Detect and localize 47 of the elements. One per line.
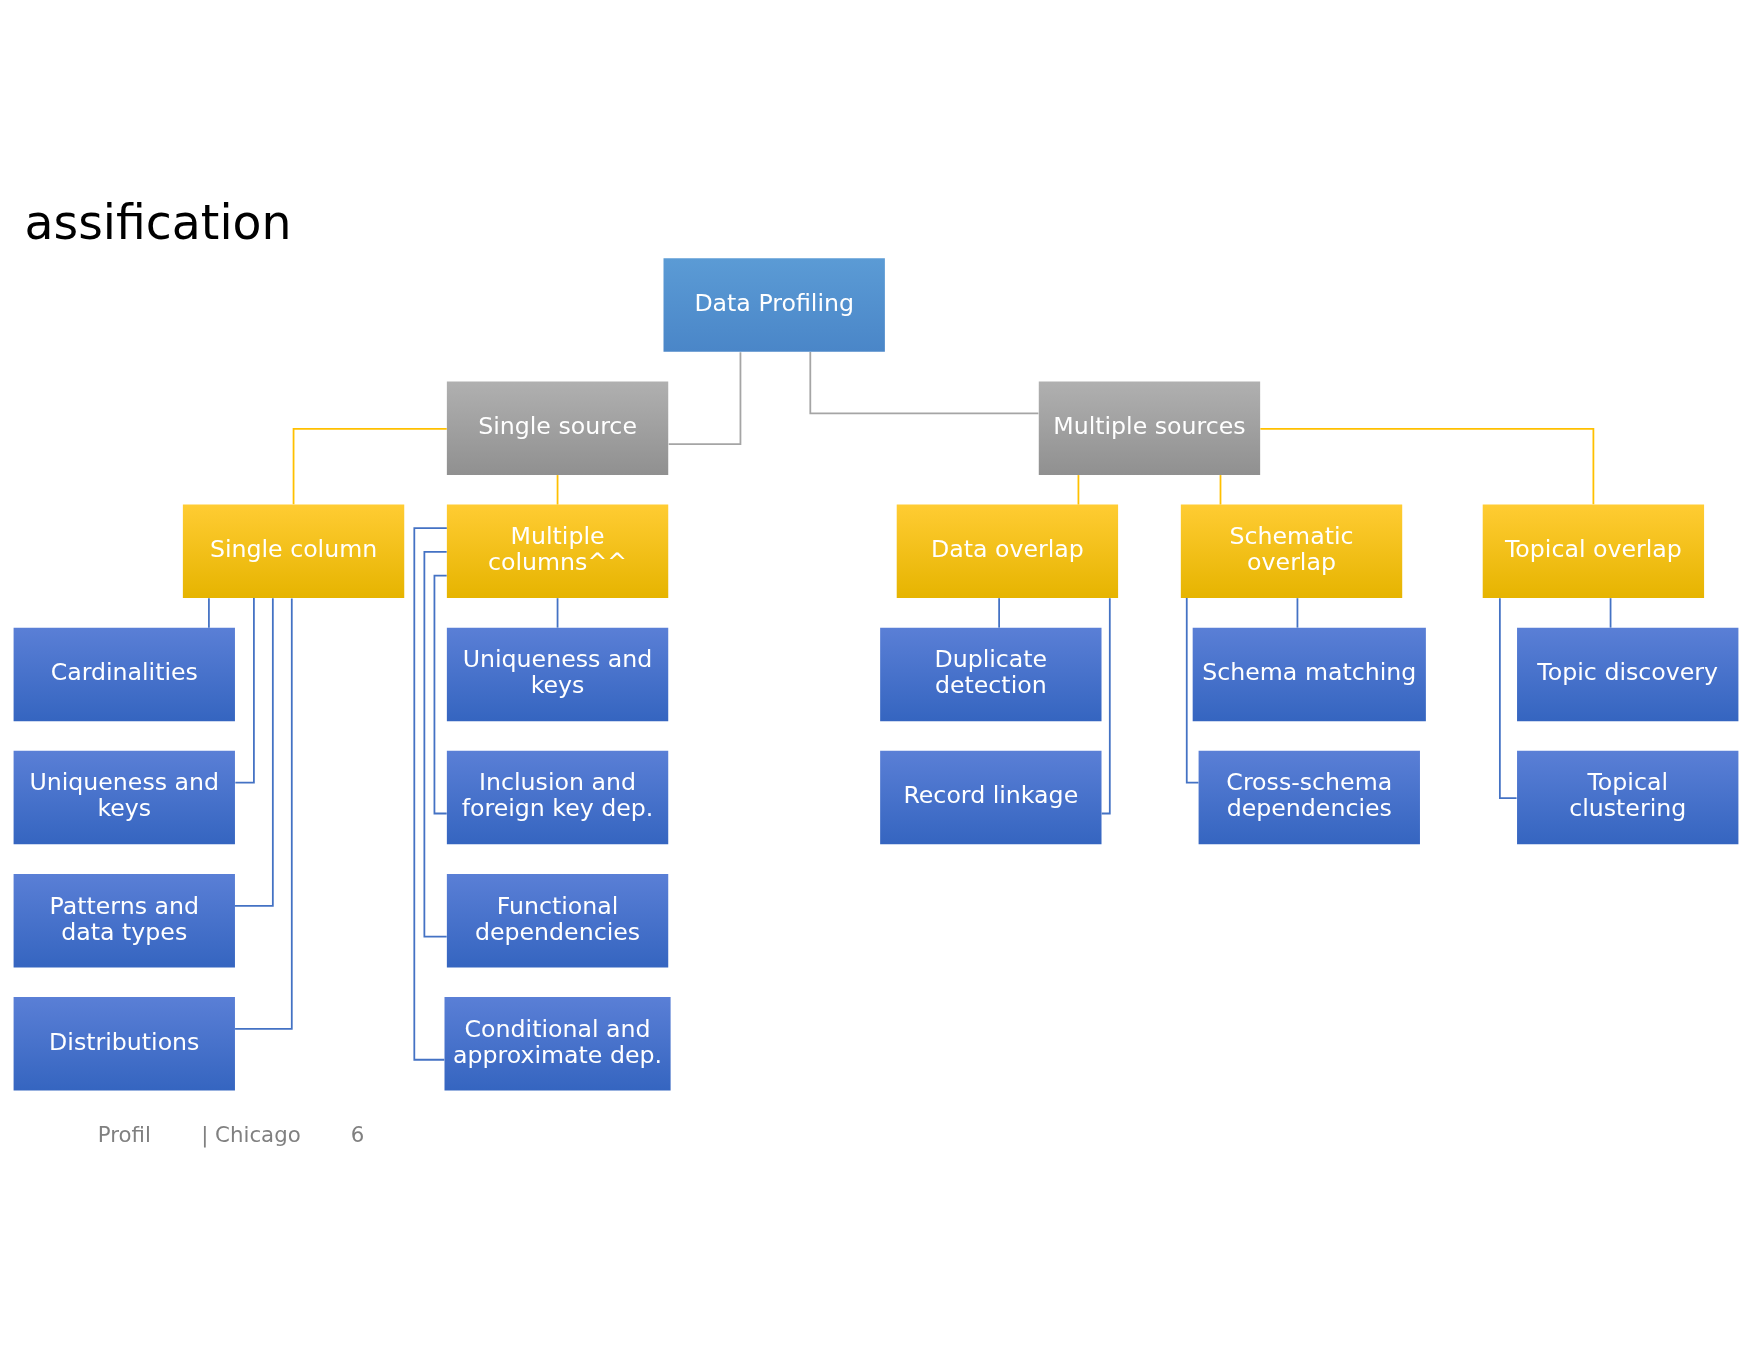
node-box: Inclusion and foreign key dep. [446,750,669,845]
node-box: Uniqueness and keys [13,750,235,845]
connector [413,527,448,1061]
connector [1077,474,1080,506]
connector [556,474,559,506]
node-box: Topic discovery [1517,627,1739,722]
node-box: Uniqueness and keys [446,627,669,722]
node-box: Duplicate detection [880,627,1102,722]
node-box: Cross-schema dependencies [1198,750,1420,845]
diagram-title: assification [24,195,292,251]
connector [809,351,1040,415]
node-box: Patterns and data types [13,873,235,968]
connector [208,597,210,629]
connector [1609,597,1612,629]
connector [433,574,448,815]
connector [556,597,559,629]
connector [234,597,293,1030]
connector [1498,597,1518,799]
node-box: Single source [446,381,669,475]
connector [1259,427,1595,506]
connector [234,597,255,784]
node-box: Topical clustering [1517,750,1739,845]
label: Profil [97,1121,151,1147]
connector [234,597,274,907]
connector [667,351,742,446]
label: | Chicago [201,1121,301,1147]
node-box: Multiple columns^^ [446,504,669,599]
node-box: Topical overlap [1482,504,1705,599]
node-box: Record linkage [880,750,1102,845]
node-box: Distributions [13,997,235,1091]
connector [292,427,448,506]
node-box: Cardinalities [13,627,235,722]
connector [998,597,1000,629]
connector [1185,597,1200,784]
node-box: Conditional and approximate dep. [444,997,671,1091]
node-box: Multiple sources [1038,381,1261,475]
connector [1296,597,1299,629]
node-box: Data overlap [896,504,1119,599]
node-box: Schematic overlap [1180,504,1403,599]
node-box: Data Profiling [663,258,885,352]
connector [423,551,448,938]
node-box: Single column [182,504,405,599]
label: 6 [350,1121,365,1147]
node-box: Schema matching [1192,627,1426,722]
connector [1100,597,1111,815]
node-box: Functional dependencies [446,873,669,968]
connector [1219,474,1222,506]
